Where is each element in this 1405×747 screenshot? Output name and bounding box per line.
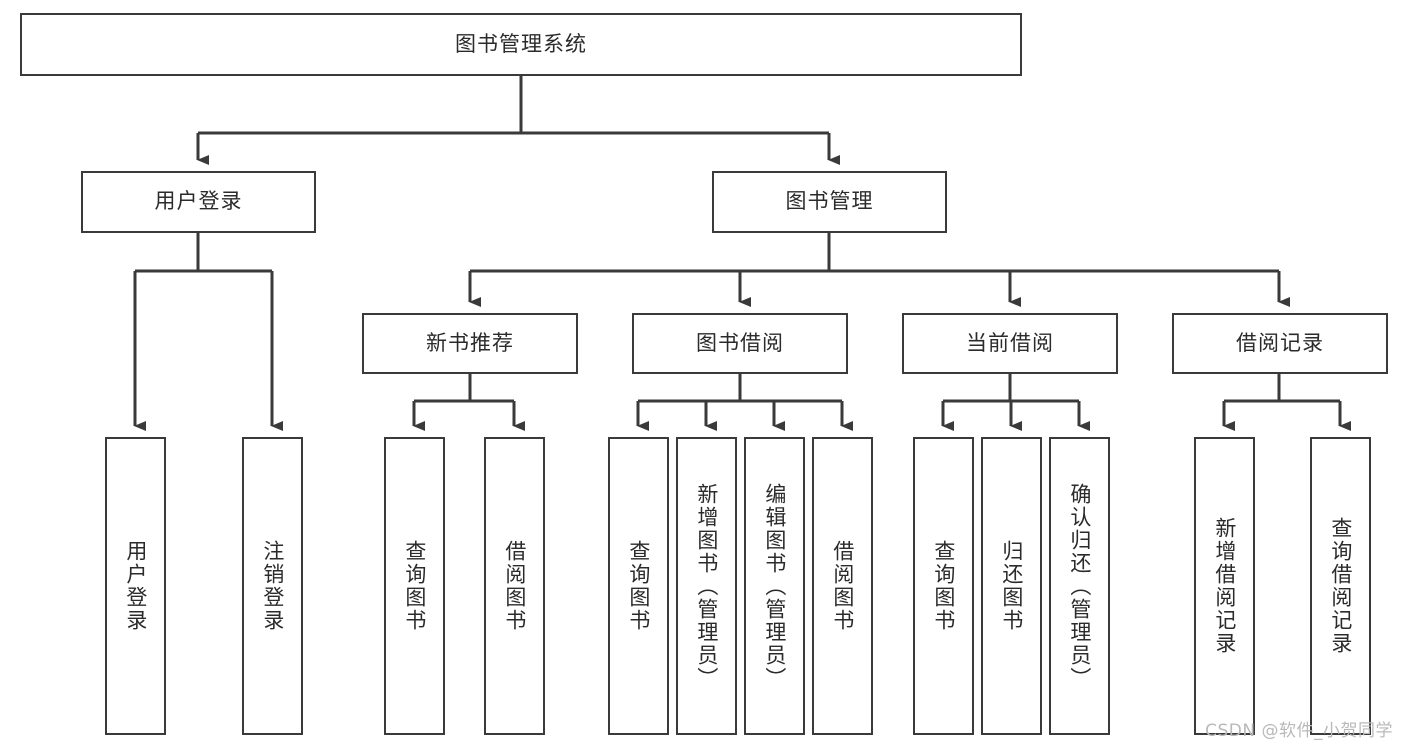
node-new-book-recommend-label: 新书推荐 — [426, 330, 514, 355]
edges-borrowrecord-to-leaves — [1222, 374, 1351, 431]
node-leaf-query-book-1-label: 查询图书 — [402, 540, 427, 632]
node-leaf-confirm-return-label: 确认归还（管理员） — [1067, 482, 1092, 690]
node-leaf-add-record-label: 新增借阅记录 — [1212, 517, 1237, 655]
node-leaf-query-book-1[interactable]: 查询图书 — [384, 437, 445, 735]
node-leaf-return-book[interactable]: 归还图书 — [981, 437, 1042, 735]
node-book-borrow[interactable]: 图书借阅 — [632, 313, 848, 374]
node-borrow-record[interactable]: 借阅记录 — [1172, 313, 1388, 374]
node-leaf-return-book-label: 归还图书 — [999, 540, 1024, 632]
node-leaf-query-book-3[interactable]: 查询图书 — [913, 437, 974, 735]
node-leaf-edit-book-label: 编辑图书（管理员） — [762, 482, 787, 690]
node-leaf-user-login[interactable]: 用户登录 — [105, 437, 166, 735]
node-leaf-user-login-label: 用户登录 — [123, 540, 148, 632]
node-user-login-label: 用户登录 — [154, 189, 243, 214]
node-leaf-add-book[interactable]: 新增图书（管理员） — [676, 437, 737, 735]
edges-userlogin-to-leaves — [133, 233, 283, 431]
node-book-manage-label: 图书管理 — [785, 189, 874, 214]
edges-bookmanage-to-level3 — [468, 233, 1290, 307]
node-user-login[interactable]: 用户登录 — [81, 171, 316, 233]
node-leaf-query-book-2-label: 查询图书 — [626, 540, 651, 632]
node-leaf-add-record[interactable]: 新增借阅记录 — [1194, 437, 1255, 735]
node-leaf-add-book-label: 新增图书（管理员） — [694, 482, 719, 690]
node-leaf-query-book-3-label: 查询图书 — [931, 540, 956, 632]
edges-currentborrow-to-leaves — [941, 374, 1090, 431]
node-leaf-logout-login[interactable]: 注销登录 — [242, 437, 303, 735]
node-current-borrow[interactable]: 当前借阅 — [902, 313, 1118, 374]
node-leaf-borrow-book-1[interactable]: 借阅图书 — [484, 437, 545, 735]
node-leaf-logout-login-label: 注销登录 — [260, 540, 285, 632]
node-leaf-query-record[interactable]: 查询借阅记录 — [1310, 437, 1371, 735]
node-leaf-confirm-return[interactable]: 确认归还（管理员） — [1049, 437, 1110, 735]
node-root-label: 图书管理系统 — [455, 31, 587, 56]
edges-newbook-to-leaves — [412, 374, 525, 431]
node-leaf-query-record-label: 查询借阅记录 — [1328, 517, 1353, 655]
node-current-borrow-label: 当前借阅 — [966, 330, 1054, 355]
node-root-book-management-system[interactable]: 图书管理系统 — [20, 13, 1022, 76]
node-book-manage[interactable]: 图书管理 — [712, 171, 947, 233]
node-leaf-edit-book[interactable]: 编辑图书（管理员） — [744, 437, 805, 735]
node-leaf-query-book-2[interactable]: 查询图书 — [608, 437, 669, 735]
edges-root-to-level2 — [196, 76, 840, 165]
edges-bookborrow-to-leaves — [636, 374, 853, 431]
node-new-book-recommend[interactable]: 新书推荐 — [362, 313, 578, 374]
node-borrow-record-label: 借阅记录 — [1236, 330, 1324, 355]
node-leaf-borrow-book-2[interactable]: 借阅图书 — [812, 437, 873, 735]
node-leaf-borrow-book-1-label: 借阅图书 — [502, 540, 527, 632]
node-leaf-borrow-book-2-label: 借阅图书 — [830, 540, 855, 632]
node-book-borrow-label: 图书借阅 — [696, 330, 784, 355]
